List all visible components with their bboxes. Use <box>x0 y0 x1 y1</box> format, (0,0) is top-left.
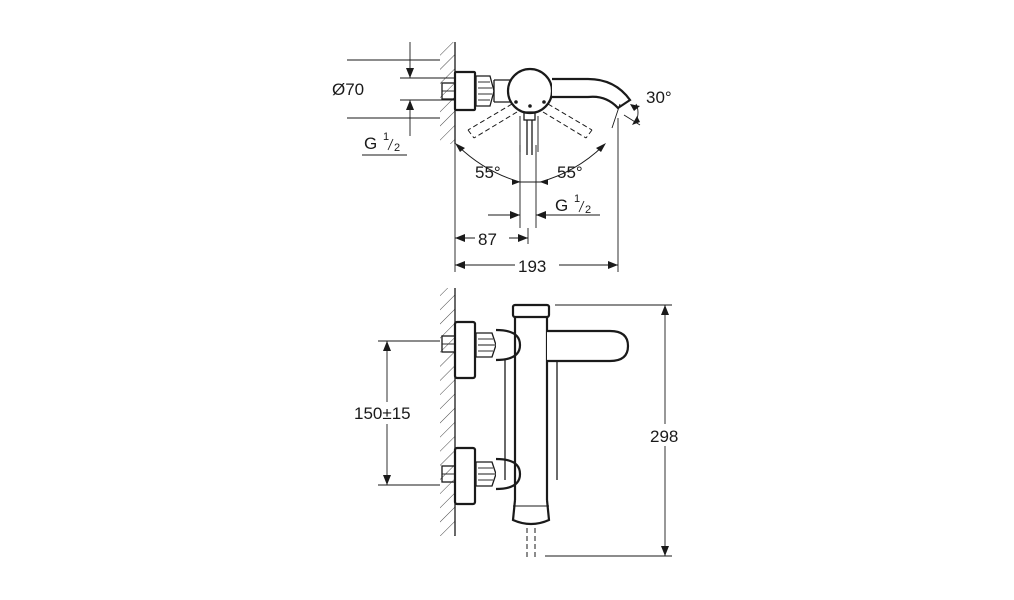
front-view: 150±15 298 <box>352 288 690 560</box>
thread-left-den: 2 <box>394 142 400 154</box>
dim-193-label: 193 <box>518 257 546 276</box>
lever-swing-left <box>467 103 518 139</box>
spout-angle-label: 30° <box>646 88 672 107</box>
thread-center-dimension: G 1 2 <box>488 145 600 228</box>
thread-left-main: G <box>364 134 377 153</box>
dim-87: 87 <box>454 144 529 272</box>
dim-150-label: 150±15 <box>354 404 411 423</box>
spout-angle: 30° <box>611 88 672 129</box>
dim-87-label: 87 <box>478 230 497 249</box>
front-spout <box>547 329 630 363</box>
front-wall <box>440 288 456 536</box>
top-spout <box>552 77 632 110</box>
thread-center-main: G <box>555 196 568 215</box>
top-hex-nut <box>475 75 495 107</box>
top-view: 55° 55° 30° Ø70 G 1 2 <box>332 42 672 276</box>
thread-left-num: 1 <box>383 131 389 143</box>
front-body <box>504 303 558 526</box>
dia-70-dimension: Ø70 <box>332 42 455 136</box>
thread-center-num: 1 <box>574 193 580 205</box>
front-outlet <box>526 528 536 560</box>
angle-left-label: 55° <box>475 163 501 182</box>
dim-298-label: 298 <box>650 427 678 446</box>
thread-center-den: 2 <box>585 204 591 216</box>
lever-swing-right <box>542 103 593 139</box>
top-rosette <box>441 70 477 112</box>
top-lever <box>519 111 539 155</box>
dim-298: 298 <box>545 304 690 557</box>
dia-label: Ø70 <box>332 80 364 99</box>
dim-193: 193 <box>455 118 619 276</box>
angle-right-label: 55° <box>557 163 583 182</box>
thread-left-label: G 1 2 <box>362 131 407 156</box>
dim-150: 150±15 <box>352 340 440 486</box>
